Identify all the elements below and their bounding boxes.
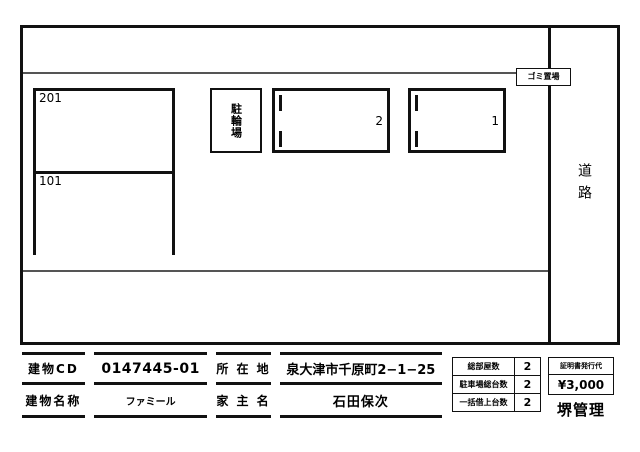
wheel-stop-icon xyxy=(279,131,282,147)
info-row-top: 建物CD 0147445-01 所 在 地 泉大津市千原町2−1−25 xyxy=(22,352,443,385)
address-label: 所 在 地 xyxy=(216,362,271,376)
table-row: 駐車場総台数 2 xyxy=(452,375,541,394)
parking-stall-1-number: 1 xyxy=(491,113,499,128)
owner-label-cell: 家 主 名 xyxy=(216,385,271,418)
lot-divider-line-top xyxy=(23,72,548,74)
bicycle-parking-label: 駐輪場 xyxy=(229,102,243,139)
address-value: 泉大津市千原町2−1−25 xyxy=(286,363,436,378)
road-area: 道路 xyxy=(548,25,620,345)
owner-value: 石田保次 xyxy=(332,394,389,410)
certificate-fee-label: 証明書発行代 xyxy=(548,357,614,375)
building-cd-label: 建物CD xyxy=(28,362,79,376)
table-row: 総部屋数 2 xyxy=(452,357,541,376)
total-parking-label: 駐車場総台数 xyxy=(452,375,515,394)
parking-stall-1[interactable]: 1 xyxy=(408,88,506,153)
address-label-cell: 所 在 地 xyxy=(216,352,271,385)
info-row-bottom: 建物名称 ファミール 家 主 名 石田保次 xyxy=(22,385,443,418)
wheel-stop-icon xyxy=(415,131,418,147)
building-cd-value-cell: 0147445-01 xyxy=(93,352,208,385)
total-parking-value: 2 xyxy=(514,375,541,394)
bulk-lease-label: 一括借上台数 xyxy=(452,393,515,412)
building-cd-value: 0147445-01 xyxy=(101,360,200,377)
building-name-label: 建物名称 xyxy=(25,393,82,408)
building-name-label-cell: 建物名称 xyxy=(22,385,85,418)
table-row: 一括借上台数 2 xyxy=(452,393,541,412)
address-value-cell: 泉大津市千原町2−1−25 xyxy=(279,352,443,385)
building-name-value-cell: ファミール xyxy=(93,385,208,418)
fee-block: 証明書発行代 ¥3,000 堺管理 xyxy=(548,357,614,420)
wheel-stop-icon xyxy=(415,95,418,111)
room-201[interactable]: 201 xyxy=(36,91,172,174)
management-company-name: 堺管理 xyxy=(556,401,605,419)
room-201-label: 201 xyxy=(39,91,62,105)
parking-stall-2-number: 2 xyxy=(375,113,383,128)
bicycle-parking-area[interactable]: 駐輪場 xyxy=(210,88,262,153)
total-rooms-value: 2 xyxy=(514,357,541,376)
total-rooms-label: 総部屋数 xyxy=(452,357,515,376)
road-label: 道路 xyxy=(576,163,592,207)
building-cd-label-cell: 建物CD xyxy=(22,352,85,385)
parking-stall-2[interactable]: 2 xyxy=(272,88,390,153)
owner-value-cell: 石田保次 xyxy=(279,385,443,418)
site-plan: 道路 201 101 駐輪場 2 1 ゴミ置場 xyxy=(20,25,620,345)
garbage-collection-area[interactable]: ゴミ置場 xyxy=(516,68,571,86)
owner-label: 家 主 名 xyxy=(216,393,271,408)
certificate-fee-amount: ¥3,000 xyxy=(548,375,614,395)
road-boundary-line xyxy=(548,25,551,345)
room-101[interactable]: 101 xyxy=(36,174,172,258)
room-101-label: 101 xyxy=(39,174,62,188)
garbage-area-label: ゴミ置場 xyxy=(527,72,560,81)
lot-divider-line-bottom xyxy=(23,270,548,272)
building-name-value: ファミール xyxy=(125,396,176,408)
info-fields: 建物CD 0147445-01 所 在 地 泉大津市千原町2−1−25 建物名称… xyxy=(22,352,443,418)
property-info-band: 建物CD 0147445-01 所 在 地 泉大津市千原町2−1−25 建物名称… xyxy=(0,352,640,452)
building-block: 201 101 xyxy=(33,88,175,258)
wheel-stop-icon xyxy=(279,95,282,111)
bulk-lease-value: 2 xyxy=(514,393,541,412)
counts-table: 総部屋数 2 駐車場総台数 2 一括借上台数 2 xyxy=(452,357,541,412)
